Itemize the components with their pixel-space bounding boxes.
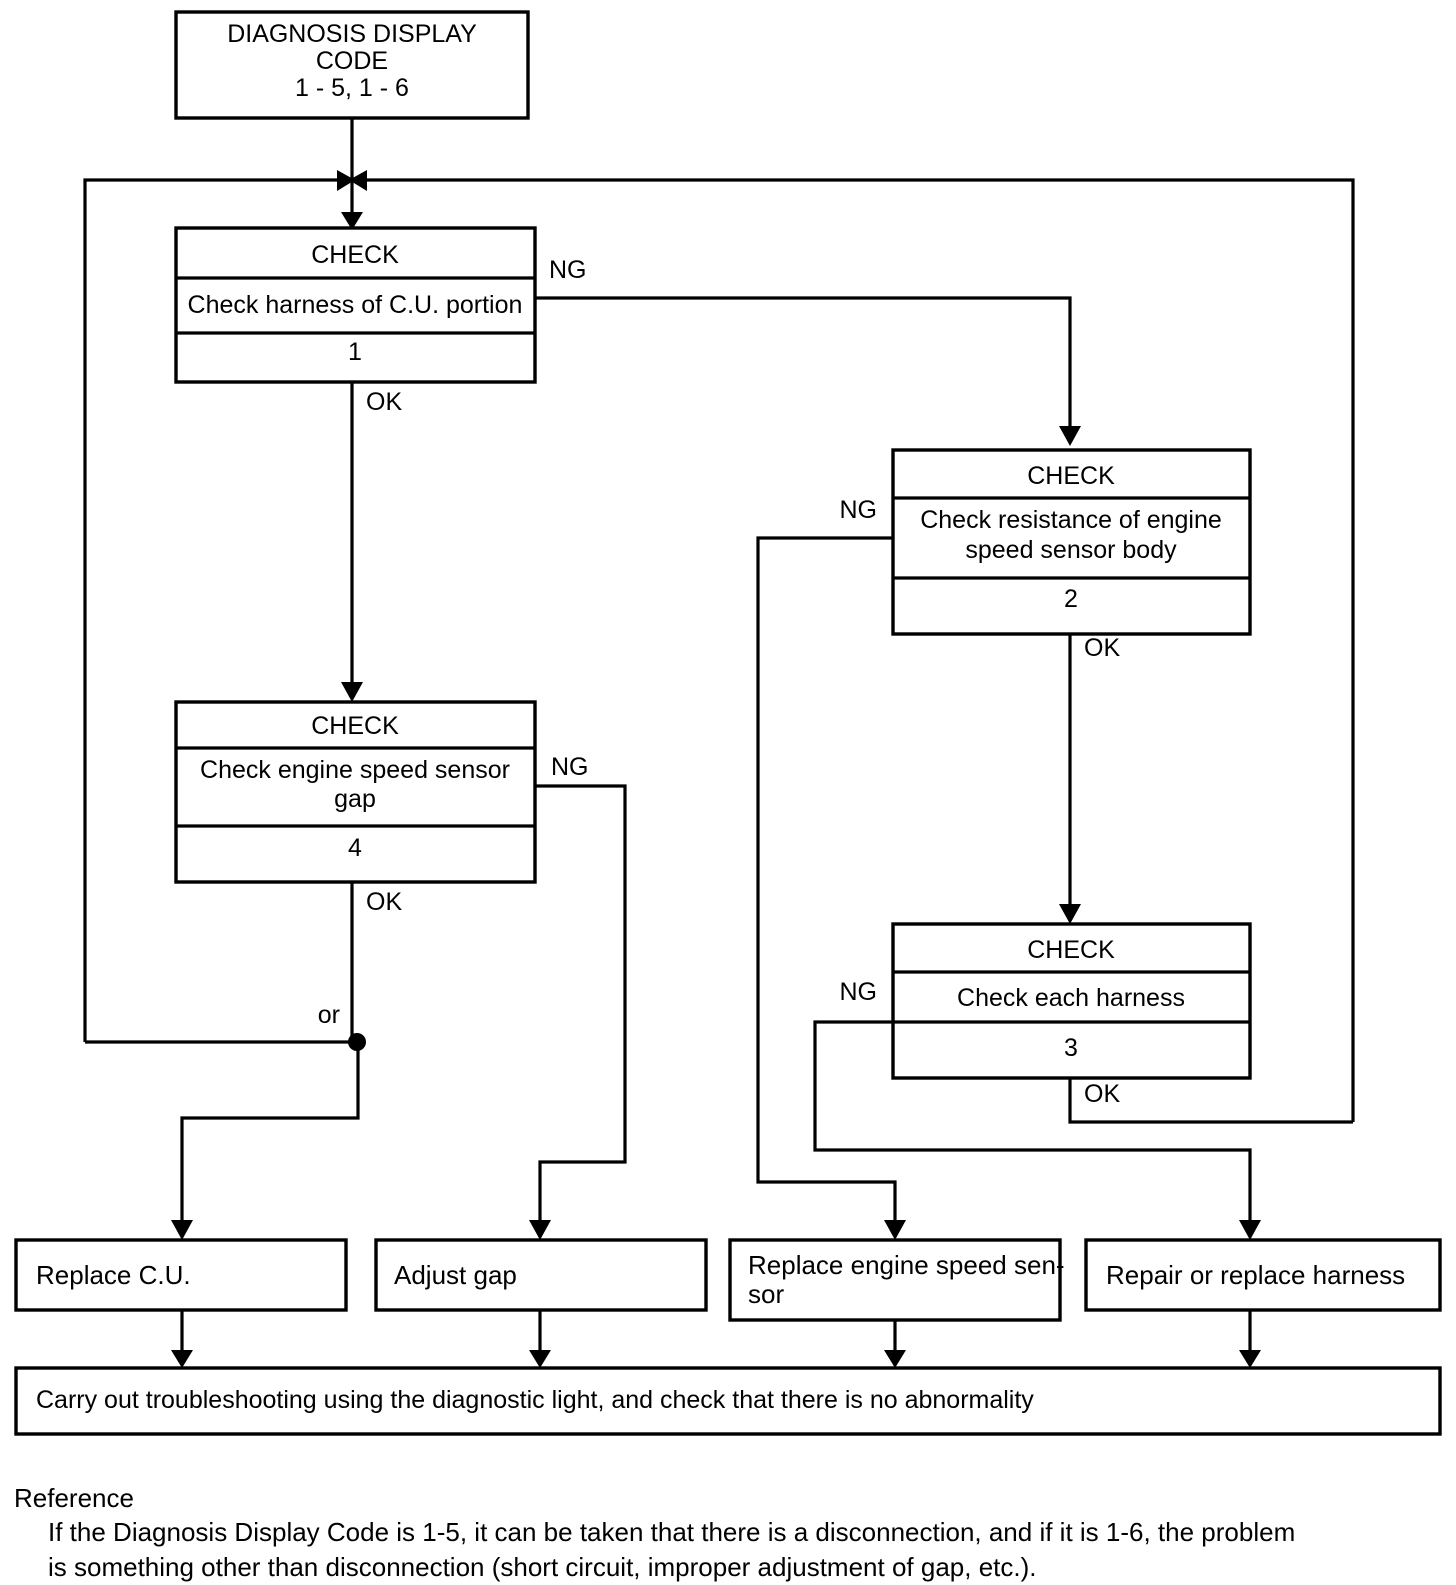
check-box-3-ok-label: OK bbox=[1084, 1080, 1120, 1108]
arrowhead-final-3 bbox=[884, 1350, 906, 1368]
arrowhead-into-check1 bbox=[341, 212, 363, 230]
or-label: or bbox=[318, 1001, 340, 1029]
arrowhead-into-replace-cu bbox=[171, 1220, 193, 1240]
check-box-2-body-line2: speed sensor body bbox=[965, 536, 1177, 564]
check-box-2-body-line1: Check resistance of engine bbox=[920, 506, 1222, 534]
check-box-1-header: CHECK bbox=[311, 241, 399, 269]
check-box-3-header: CHECK bbox=[1027, 936, 1115, 964]
connector-or-junction-to-replace-cu bbox=[180, 1042, 360, 1228]
check-box-1-ok-label: OK bbox=[366, 388, 402, 416]
start-box-line3: 1 - 5, 1 - 6 bbox=[295, 74, 409, 102]
connector-check2-ng-to-replace-sensor bbox=[756, 536, 897, 1228]
check-box-1-body-line1: Check harness of C.U. portion bbox=[188, 291, 523, 319]
final-bar-label: Carry out troubleshooting using the diag… bbox=[36, 1386, 1034, 1414]
connector-check3-ok-to-right-feedback bbox=[1068, 1078, 1353, 1124]
arrowhead-into-repair-harness bbox=[1239, 1220, 1261, 1240]
arrowhead-into-replace-sensor bbox=[884, 1220, 906, 1240]
check-box-2: CHECK Check resistance of engine speed s… bbox=[840, 448, 1252, 662]
action-box-replace-cu: Replace C.U. bbox=[14, 1238, 348, 1312]
arrowhead-into-check2 bbox=[1059, 426, 1081, 446]
action-box-replace-sensor: Replace engine speed sen- sor bbox=[728, 1238, 1065, 1322]
arrowhead-into-check4 bbox=[341, 682, 363, 702]
arrowhead-right-feedback-merge bbox=[349, 170, 367, 191]
arrowhead-final-1 bbox=[171, 1350, 193, 1368]
check-box-1: CHECK Check harness of C.U. portion 1 NG… bbox=[174, 226, 587, 416]
check-box-2-ng-label: NG bbox=[840, 496, 878, 524]
check-box-2-ok-label: OK bbox=[1084, 634, 1120, 662]
or-junction-dot bbox=[348, 1033, 366, 1051]
check-box-4-ok-label: OK bbox=[366, 888, 402, 916]
action-box-repair-harness-label: Repair or replace harness bbox=[1106, 1260, 1405, 1290]
final-bar: Carry out troubleshooting using the diag… bbox=[14, 1366, 1442, 1436]
action-box-adjust-gap: Adjust gap bbox=[374, 1238, 708, 1312]
start-box-line2: CODE bbox=[316, 47, 388, 75]
check-box-4-ng-label: NG bbox=[551, 753, 589, 781]
connector-check3-ng-to-repair-harness bbox=[813, 1020, 1252, 1228]
check-box-1-ng-label: NG bbox=[549, 256, 587, 284]
action-box-replace-cu-label: Replace C.U. bbox=[36, 1260, 191, 1290]
check-box-2-number: 2 bbox=[1064, 585, 1078, 613]
arrowhead-into-adjust-gap bbox=[529, 1220, 551, 1240]
action-box-adjust-gap-label: Adjust gap bbox=[394, 1260, 517, 1290]
action-box-repair-harness: Repair or replace harness bbox=[1084, 1238, 1442, 1312]
action-box-replace-sensor-line1: Replace engine speed sen- bbox=[748, 1250, 1065, 1280]
check-box-4-body-line1: Check engine speed sensor bbox=[200, 756, 510, 784]
connector-right-feedback-to-merge bbox=[359, 178, 1355, 1122]
check-box-3-body-line1: Check each harness bbox=[957, 984, 1185, 1012]
arrowhead-into-check3 bbox=[1059, 904, 1081, 924]
check-box-4-body-line2: gap bbox=[334, 785, 376, 813]
reference-block: Reference If the Diagnosis Display Code … bbox=[14, 1482, 1444, 1585]
arrowhead-final-2 bbox=[529, 1350, 551, 1368]
check-box-3: CHECK Check each harness 3 NG OK bbox=[840, 922, 1252, 1108]
reference-line2: is something other than disconnection (s… bbox=[48, 1552, 1037, 1583]
reference-heading: Reference bbox=[14, 1483, 134, 1513]
check-box-4-header: CHECK bbox=[311, 712, 399, 740]
check-box-4: CHECK Check engine speed sensor gap 4 NG… bbox=[174, 700, 589, 1029]
arrowhead-final-4 bbox=[1239, 1350, 1261, 1368]
connector-check4-ng-to-adjust-gap bbox=[535, 784, 627, 1228]
check-box-3-ng-label: NG bbox=[840, 978, 878, 1006]
connector-check1-ng-to-check2 bbox=[535, 296, 1072, 434]
start-box: DIAGNOSIS DISPLAY CODE 1 - 5, 1 - 6 bbox=[174, 10, 530, 120]
check-box-3-number: 3 bbox=[1064, 1034, 1078, 1062]
arrowhead-left-feedback-merge bbox=[337, 170, 355, 191]
action-box-replace-sensor-line2: sor bbox=[748, 1279, 784, 1309]
check-box-1-number: 1 bbox=[348, 338, 362, 366]
start-box-line1: DIAGNOSIS DISPLAY bbox=[227, 20, 477, 48]
reference-line1: If the Diagnosis Display Code is 1-5, it… bbox=[48, 1517, 1296, 1548]
connector-left-feedback-to-merge bbox=[83, 178, 345, 1042]
check-box-4-number: 4 bbox=[348, 834, 362, 862]
check-box-2-header: CHECK bbox=[1027, 462, 1115, 490]
